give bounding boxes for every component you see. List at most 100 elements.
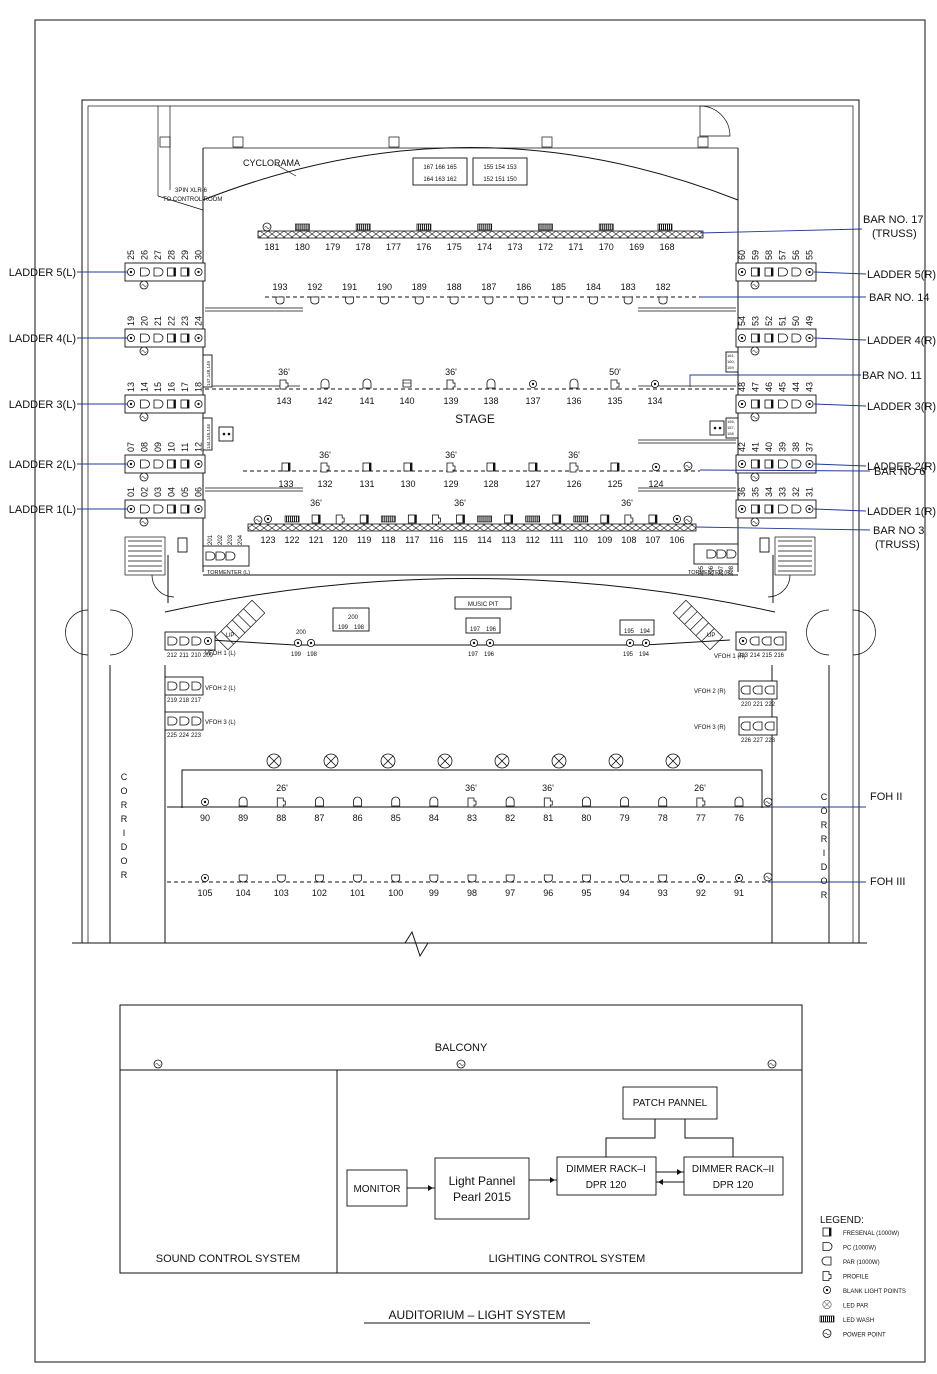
ladder-number-30: 30	[194, 250, 204, 260]
corridor-left-letter-5: D	[121, 842, 128, 852]
bar3-number-113: 113	[501, 535, 515, 545]
ladder-1-left-fixture-05	[180, 504, 190, 514]
angle-mark-0: 36'	[278, 367, 290, 377]
bar6-number-132: 132	[317, 479, 332, 489]
ladder-number-17: 17	[180, 382, 190, 392]
bar6-number-128: 128	[483, 479, 498, 489]
bar3-fixture-114	[477, 515, 492, 523]
pit-box-195	[619, 619, 655, 636]
bar-14-label: BAR NO. 14	[869, 292, 930, 304]
vfoh-v2r-number-220: 220	[741, 702, 752, 708]
ladder-number-08: 08	[140, 442, 150, 452]
bar3-number-115: 115	[453, 535, 467, 545]
cyclorama-label: CYCLORAMA	[243, 158, 300, 168]
bar6-fixture-125	[610, 462, 620, 472]
tormenter-left-fixture-201	[205, 551, 216, 561]
ladder-number-27: 27	[153, 250, 163, 260]
balcony-label: BALCONY	[435, 1042, 488, 1054]
tormenter-right-fixture-208	[726, 549, 737, 559]
corridor-left-letter-0: C	[121, 772, 128, 782]
ladder-5-right-fixture-59	[751, 267, 760, 277]
bar11-number-143: 143	[276, 396, 291, 406]
bar3-fixture-121	[311, 514, 321, 524]
foh2-number-81: 81	[543, 813, 553, 823]
stair-up-left: UP	[226, 633, 234, 639]
corridor-left-letter-3: R	[121, 814, 128, 824]
bar14-fixture-191	[345, 296, 355, 305]
side-note-144-146: 144,145,146	[206, 423, 211, 449]
cyc-box-left	[412, 157, 468, 186]
ladder-label-1-left: LADDER 1(L)	[9, 504, 76, 516]
foh3-number-105: 105	[197, 888, 212, 898]
pit-box-196-num: 196	[486, 627, 497, 633]
side-note-box-161	[725, 351, 739, 373]
power-point-bar3-right	[683, 515, 693, 525]
ladder-3-right-fixture-44	[791, 399, 802, 409]
ladder-number-47: 47	[751, 382, 761, 392]
pit-point-199: 199	[291, 652, 302, 658]
foh2-fixture-81	[543, 797, 553, 808]
bar6-fixture-133	[281, 462, 291, 472]
tormenter-right-fixture-206	[706, 549, 717, 559]
bar-6-label: BAR NO 6	[874, 466, 925, 478]
bar3-fixture-118	[380, 515, 396, 523]
side-note-158: 158	[727, 431, 734, 436]
bar17-number-171: 171	[568, 242, 583, 252]
ladder-4-left-fixture-22	[167, 333, 176, 343]
bar11-fixture-138	[486, 378, 496, 389]
light-panel-box	[434, 1157, 530, 1220]
legend-label-3: PROFILE	[843, 1275, 869, 1281]
ladder-number-57: 57	[778, 250, 788, 260]
pit-point-195: 195	[623, 652, 634, 658]
bar17-number-168: 168	[659, 242, 674, 252]
ladder-2-right-fixture-39	[778, 459, 788, 469]
ladder-number-41: 41	[751, 442, 761, 452]
bar6-number-126: 126	[566, 479, 581, 489]
ladder-number-14: 14	[140, 382, 150, 392]
ladder-number-32: 32	[791, 487, 801, 497]
vfoh-v3r-fixture-227	[752, 721, 763, 731]
vfoh-v1r-fixture-216	[773, 636, 784, 646]
side-note-box-147	[202, 354, 213, 388]
ladder-1-right-fixture-36	[738, 505, 746, 513]
ladder-5-left-fixture-28	[167, 267, 176, 277]
vfoh-v1l-fixture-211	[179, 636, 190, 646]
bar11-number-136: 136	[566, 396, 581, 406]
ladder-number-52: 52	[764, 316, 774, 326]
angle-mark-12: 26'	[694, 783, 706, 793]
foh3-fixture-101	[353, 874, 362, 883]
bar14-number-186: 186	[516, 282, 531, 292]
vfoh-v3l-fixture-225	[167, 716, 178, 726]
ladder-5-left-fixture-29	[180, 267, 190, 277]
pit-point-3	[486, 639, 494, 647]
bar11-number-135: 135	[607, 396, 622, 406]
bar11-fixture-142	[320, 378, 330, 389]
drawing-title: AUDITORIUM – LIGHT SYSTEM	[389, 1308, 566, 1322]
foh2-fixture-77	[696, 797, 706, 808]
bar14-number-184: 184	[586, 282, 601, 292]
tormenter-number-206: 206	[709, 565, 715, 576]
bar11-fixture-139	[446, 379, 456, 390]
bar14-number-183: 183	[621, 282, 636, 292]
foh3-fixture-100	[391, 874, 401, 883]
vfoh-v3l-number-224: 224	[179, 733, 190, 739]
angle-mark-11: 36'	[542, 783, 554, 793]
corridor-left-letter-2: R	[121, 800, 128, 810]
foh2-fixture-85	[391, 796, 401, 807]
bar3-fixture-106	[673, 515, 681, 523]
led-par-4	[494, 753, 510, 769]
tormenter-number-202: 202	[218, 534, 224, 545]
ladder-number-01: 01	[126, 487, 136, 497]
control-room	[119, 1004, 803, 1274]
ladder-3-right-fixture-45	[778, 399, 788, 409]
ladder-label-2-left: LADDER 2(L)	[9, 459, 76, 471]
side-socket-right	[709, 420, 725, 436]
